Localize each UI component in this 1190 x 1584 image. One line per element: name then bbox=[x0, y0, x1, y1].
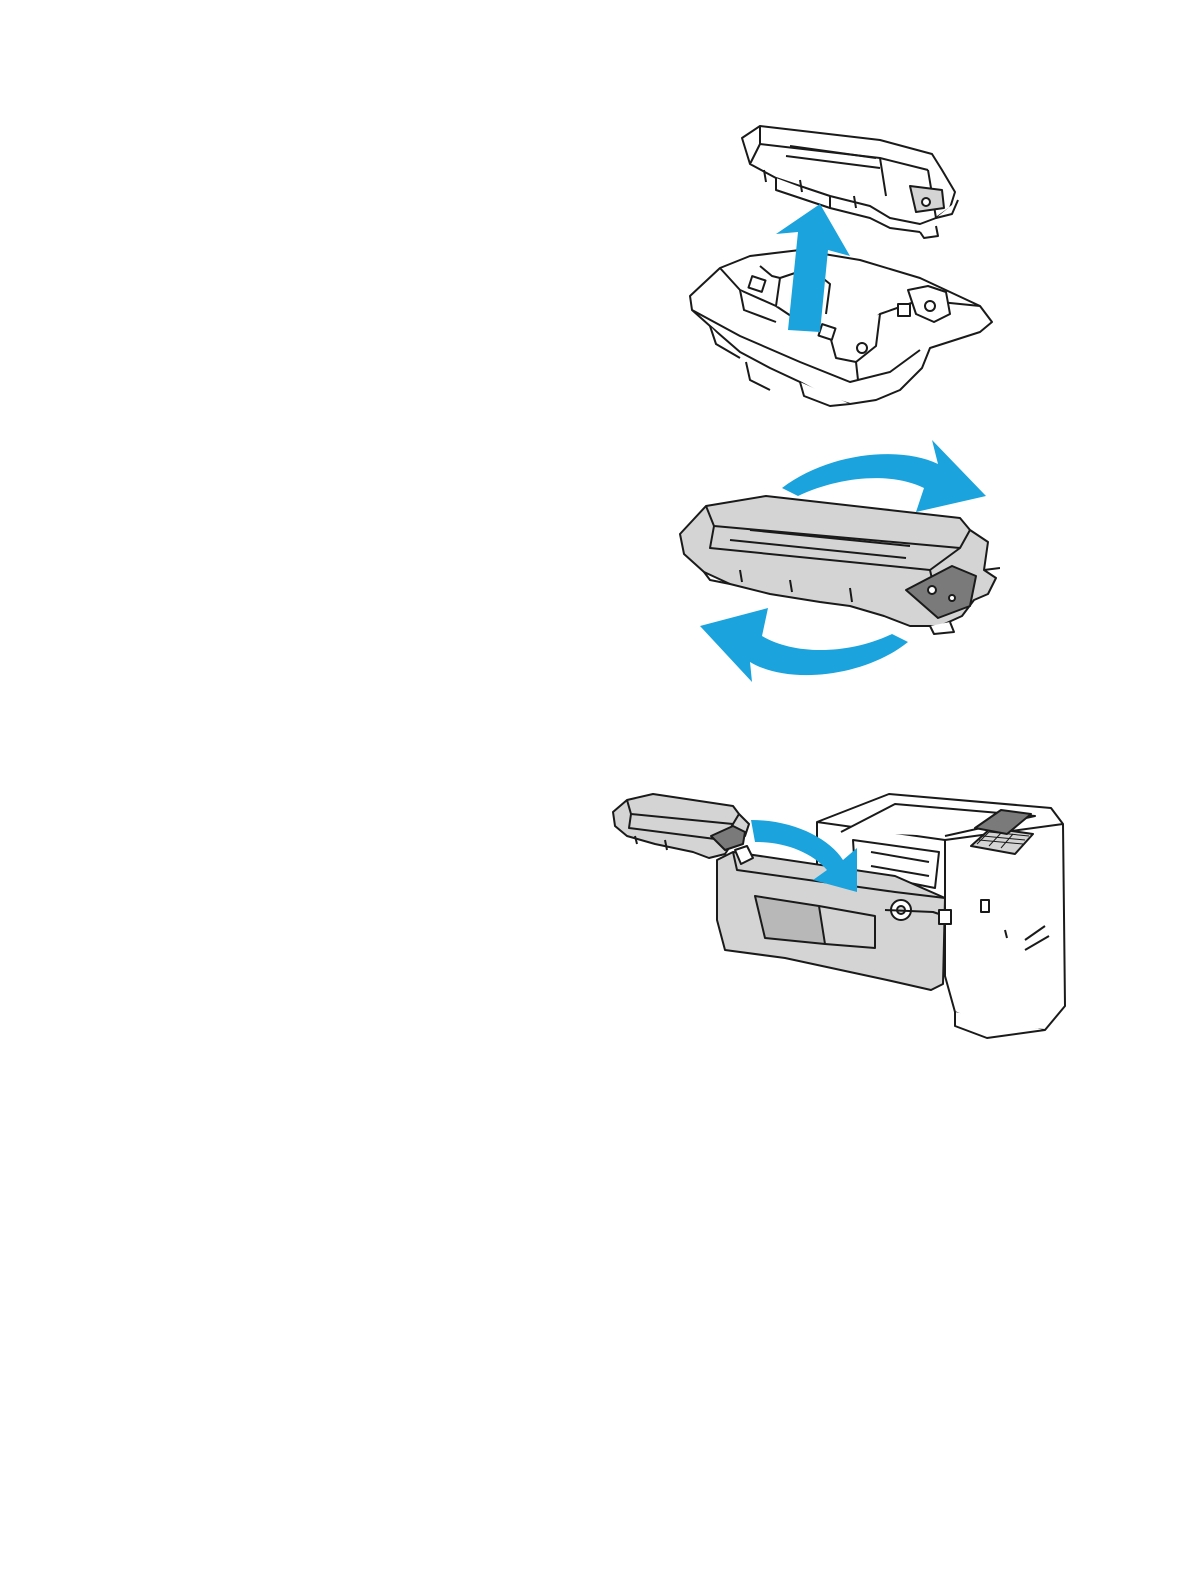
unpack-cartridge-illustration bbox=[680, 100, 1000, 420]
toner-cartridge-icon bbox=[680, 496, 1000, 634]
toner-cartridge-icon bbox=[613, 794, 749, 858]
shake-cartridge-svg bbox=[670, 430, 1000, 690]
rotate-arrow-bottom-icon bbox=[700, 608, 908, 682]
shake-cartridge-illustration bbox=[670, 430, 1000, 690]
packaging-tray-icon bbox=[690, 250, 992, 406]
unpack-cartridge-svg bbox=[680, 100, 1000, 420]
toner-cartridge-icon bbox=[742, 126, 958, 238]
insert-cartridge-svg bbox=[605, 780, 1075, 1040]
insert-cartridge-illustration bbox=[605, 780, 1075, 1040]
